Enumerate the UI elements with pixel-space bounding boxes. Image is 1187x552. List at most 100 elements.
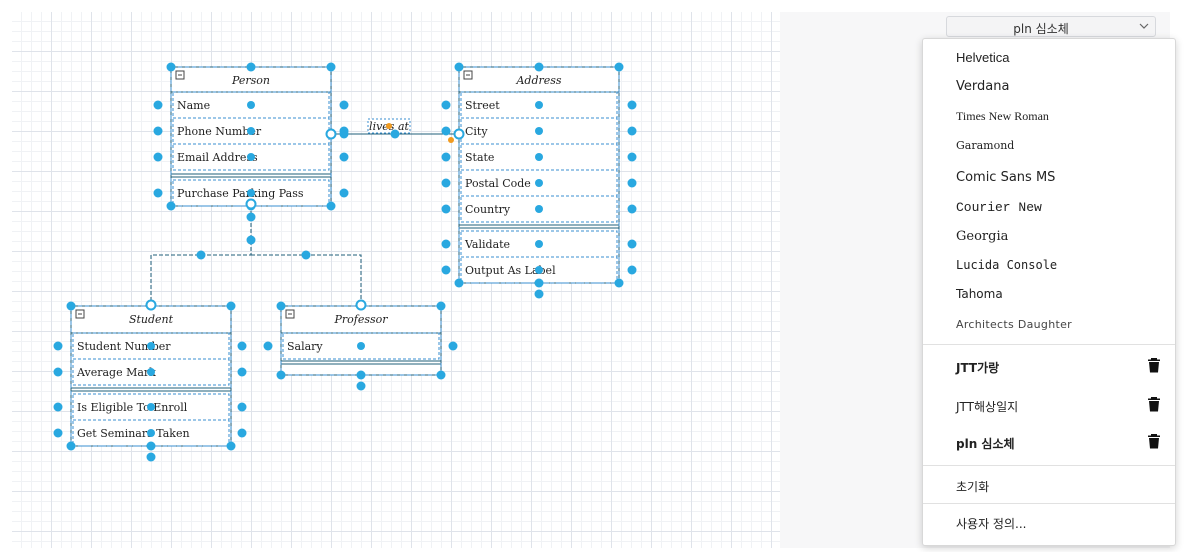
resize-handle[interactable] [627,265,637,275]
attribute-row[interactable] [72,358,230,386]
edge-waypoint-handle[interactable] [339,129,349,139]
resize-handle[interactable] [237,402,247,412]
attribute-row[interactable] [172,143,330,171]
resize-handle[interactable] [627,204,637,214]
move-handle[interactable] [535,266,543,274]
move-handle[interactable] [535,240,543,248]
font-option-verdana[interactable]: Verdana [956,79,1010,94]
resize-handle[interactable] [356,381,366,391]
resize-handle[interactable] [627,152,637,162]
resize-handle[interactable] [627,178,637,188]
resize-handle[interactable] [276,370,286,380]
font-option-courier-new[interactable]: Courier New [956,200,1042,215]
font-option-times-new-roman[interactable]: Times New Roman [956,109,1049,123]
move-handle[interactable] [535,127,543,135]
font-dropdown-menu[interactable]: Helvetica Verdana Times New Roman Garamo… [922,38,1176,546]
resize-handle[interactable] [246,62,256,72]
move-handle[interactable] [535,179,543,187]
trash-icon[interactable] [1147,357,1161,373]
resize-handle[interactable] [153,188,163,198]
move-handle[interactable] [535,205,543,213]
resize-handle[interactable] [146,452,156,462]
resize-handle[interactable] [534,62,544,72]
connection-point[interactable] [145,299,157,311]
move-handle[interactable] [535,101,543,109]
resize-handle[interactable] [166,201,176,211]
resize-handle[interactable] [237,428,247,438]
edge-waypoint-handle[interactable] [301,250,311,260]
resize-handle[interactable] [226,441,236,451]
resize-handle[interactable] [534,278,544,288]
resize-handle[interactable] [276,301,286,311]
inheritance-edge-professor[interactable] [251,254,362,305]
resize-handle[interactable] [53,428,63,438]
move-handle[interactable] [535,153,543,161]
reset-fonts-option[interactable]: 초기화 [956,480,990,494]
edge-waypoint-handle[interactable] [196,250,206,260]
resize-handle[interactable] [66,301,76,311]
resize-handle[interactable] [441,152,451,162]
resize-handle[interactable] [441,239,451,249]
resize-handle[interactable] [326,62,336,72]
connection-point[interactable] [453,128,465,140]
move-handle[interactable] [147,403,155,411]
custom-font-jtt-haesang[interactable]: JTT해상일지 [956,400,1019,414]
resize-handle[interactable] [339,100,349,110]
resize-handle[interactable] [448,341,458,351]
font-option-tahoma[interactable]: Tahoma [956,287,1003,301]
resize-handle[interactable] [627,126,637,136]
move-handle[interactable] [247,127,255,135]
trash-icon[interactable] [1147,396,1161,412]
move-handle[interactable] [147,429,155,437]
resize-handle[interactable] [326,201,336,211]
edge-waypoint-handle[interactable] [246,235,256,245]
move-handle[interactable] [147,342,155,350]
resize-handle[interactable] [356,370,366,380]
resize-handle[interactable] [237,341,247,351]
custom-font-pln-simso[interactable]: pln 심소체 [956,437,1015,451]
resize-handle[interactable] [339,188,349,198]
resize-handle[interactable] [627,100,637,110]
edge-end-handle[interactable] [448,137,454,143]
resize-handle[interactable] [53,367,63,377]
label-handle[interactable] [386,123,392,129]
connection-point[interactable] [355,299,367,311]
resize-handle[interactable] [436,301,446,311]
resize-handle[interactable] [53,402,63,412]
move-handle[interactable] [247,189,255,197]
connection-point[interactable] [325,128,337,140]
connection-point[interactable] [245,198,257,210]
font-option-garamond[interactable]: Garamond [956,139,1015,152]
resize-handle[interactable] [436,370,446,380]
resize-handle[interactable] [441,204,451,214]
resize-handle[interactable] [627,239,637,249]
resize-handle[interactable] [153,152,163,162]
resize-handle[interactable] [441,178,451,188]
move-handle[interactable] [147,368,155,376]
resize-handle[interactable] [246,212,256,222]
attribute-row[interactable] [282,332,440,360]
font-family-select[interactable]: pln 심소체 [946,16,1156,37]
resize-handle[interactable] [237,367,247,377]
resize-handle[interactable] [614,62,624,72]
edge-waypoint-handle[interactable] [390,129,400,139]
resize-handle[interactable] [454,278,464,288]
resize-handle[interactable] [441,265,451,275]
custom-font-option[interactable]: 사용자 정의... [956,517,1027,531]
resize-handle[interactable] [153,126,163,136]
resize-handle[interactable] [441,126,451,136]
custom-font-jtt-garang[interactable]: JTT가랑 [956,361,1000,375]
trash-icon[interactable] [1147,433,1161,449]
resize-handle[interactable] [454,62,464,72]
font-option-helvetica[interactable]: Helvetica [956,50,1010,65]
font-option-architects-daughter[interactable]: Architects Daughter [956,318,1072,331]
font-option-lucida-console[interactable]: Lucida Console [956,258,1058,272]
resize-handle[interactable] [146,441,156,451]
resize-handle[interactable] [53,341,63,351]
resize-handle[interactable] [153,100,163,110]
